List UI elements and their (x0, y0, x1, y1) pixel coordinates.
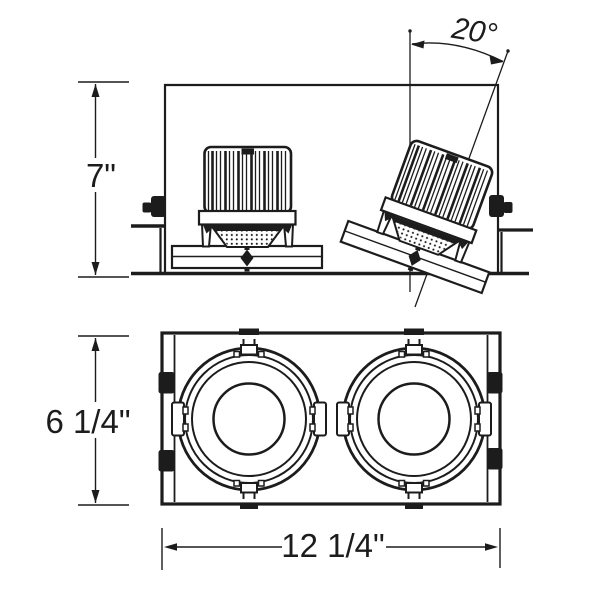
dim-plan-width-lines (161, 528, 501, 570)
adjustment-knob (240, 249, 254, 267)
dim-plan-width-label: 12 1/4" (281, 527, 384, 564)
arrow-right-icon (485, 543, 498, 551)
dim-height-lines (78, 81, 129, 278)
knob-stem-bottom (244, 267, 250, 272)
edge-clip (487, 372, 503, 394)
tab-bump (182, 423, 189, 432)
trunnion-tab-west (171, 401, 185, 437)
arrow-up-icon (91, 84, 100, 97)
frame-tab-bottom (240, 502, 258, 509)
dim-plan-width: 12 1/4" (161, 527, 501, 570)
friction-clip (489, 195, 504, 217)
lamp-opening-left (171, 328, 327, 509)
line-end-tick (506, 49, 510, 53)
dim-housing-height: 7" (78, 81, 129, 278)
line-end-tick (408, 29, 412, 33)
bracket-screw (257, 350, 265, 358)
tab-bump (309, 423, 316, 432)
edge-clip (158, 372, 175, 394)
mounting-bracket-right (489, 195, 533, 272)
arrow-up-icon (91, 338, 100, 351)
edge-clip (158, 450, 175, 472)
arc-arrow-left-icon (411, 40, 425, 49)
trunnion-tab-east (313, 401, 327, 437)
heatsink-base-plate (197, 209, 297, 226)
lamp-lens (212, 382, 286, 456)
bracket-screw (233, 350, 241, 358)
reflector-mesh (215, 231, 280, 246)
tab-bump (309, 406, 316, 415)
heatsink-top-notch (241, 148, 254, 155)
arrow-down-icon (91, 262, 100, 275)
gimbal-ring-inner (191, 361, 307, 477)
bracket-box-bottom (240, 482, 258, 494)
yoke-wedge-left (203, 225, 216, 234)
light-fixture-straight (170, 145, 324, 272)
arc-arrow-right-icon (489, 55, 504, 65)
knob-stem-top (244, 246, 250, 250)
clip-knob (142, 202, 152, 213)
bracket-screw (257, 479, 265, 487)
arrow-left-icon (164, 543, 177, 551)
clip-knob (503, 202, 513, 213)
edge-clip (487, 448, 503, 470)
dim-plan-height-lines (78, 335, 129, 506)
dim-angle-label: 20° (449, 12, 500, 52)
reflector-cone-band (211, 225, 284, 231)
side-elevation-view: 7" (78, 12, 533, 308)
frame-tab-top (239, 328, 259, 335)
yoke-wedge-right (279, 225, 292, 234)
bracket-box-top (240, 344, 258, 356)
dim-plan-height: 6 1/4" (45, 335, 131, 506)
bottom-plan-view: 6 1/4" 12 1/4" (45, 327, 503, 570)
arrow-down-icon (91, 490, 100, 503)
mounting-bracket-left (131, 196, 166, 272)
heatsink-fins-thick (211, 151, 279, 210)
heatsink-fins-thin (207, 151, 287, 210)
dim-height-label: 7" (86, 157, 116, 194)
dim-plan-height-label: 6 1/4" (45, 403, 130, 440)
housing-box (163, 83, 500, 272)
dim-tilt-angle: 20° (411, 12, 504, 65)
tab-bump (182, 406, 189, 415)
bracket-screw (233, 479, 241, 487)
friction-clip (151, 196, 166, 217)
